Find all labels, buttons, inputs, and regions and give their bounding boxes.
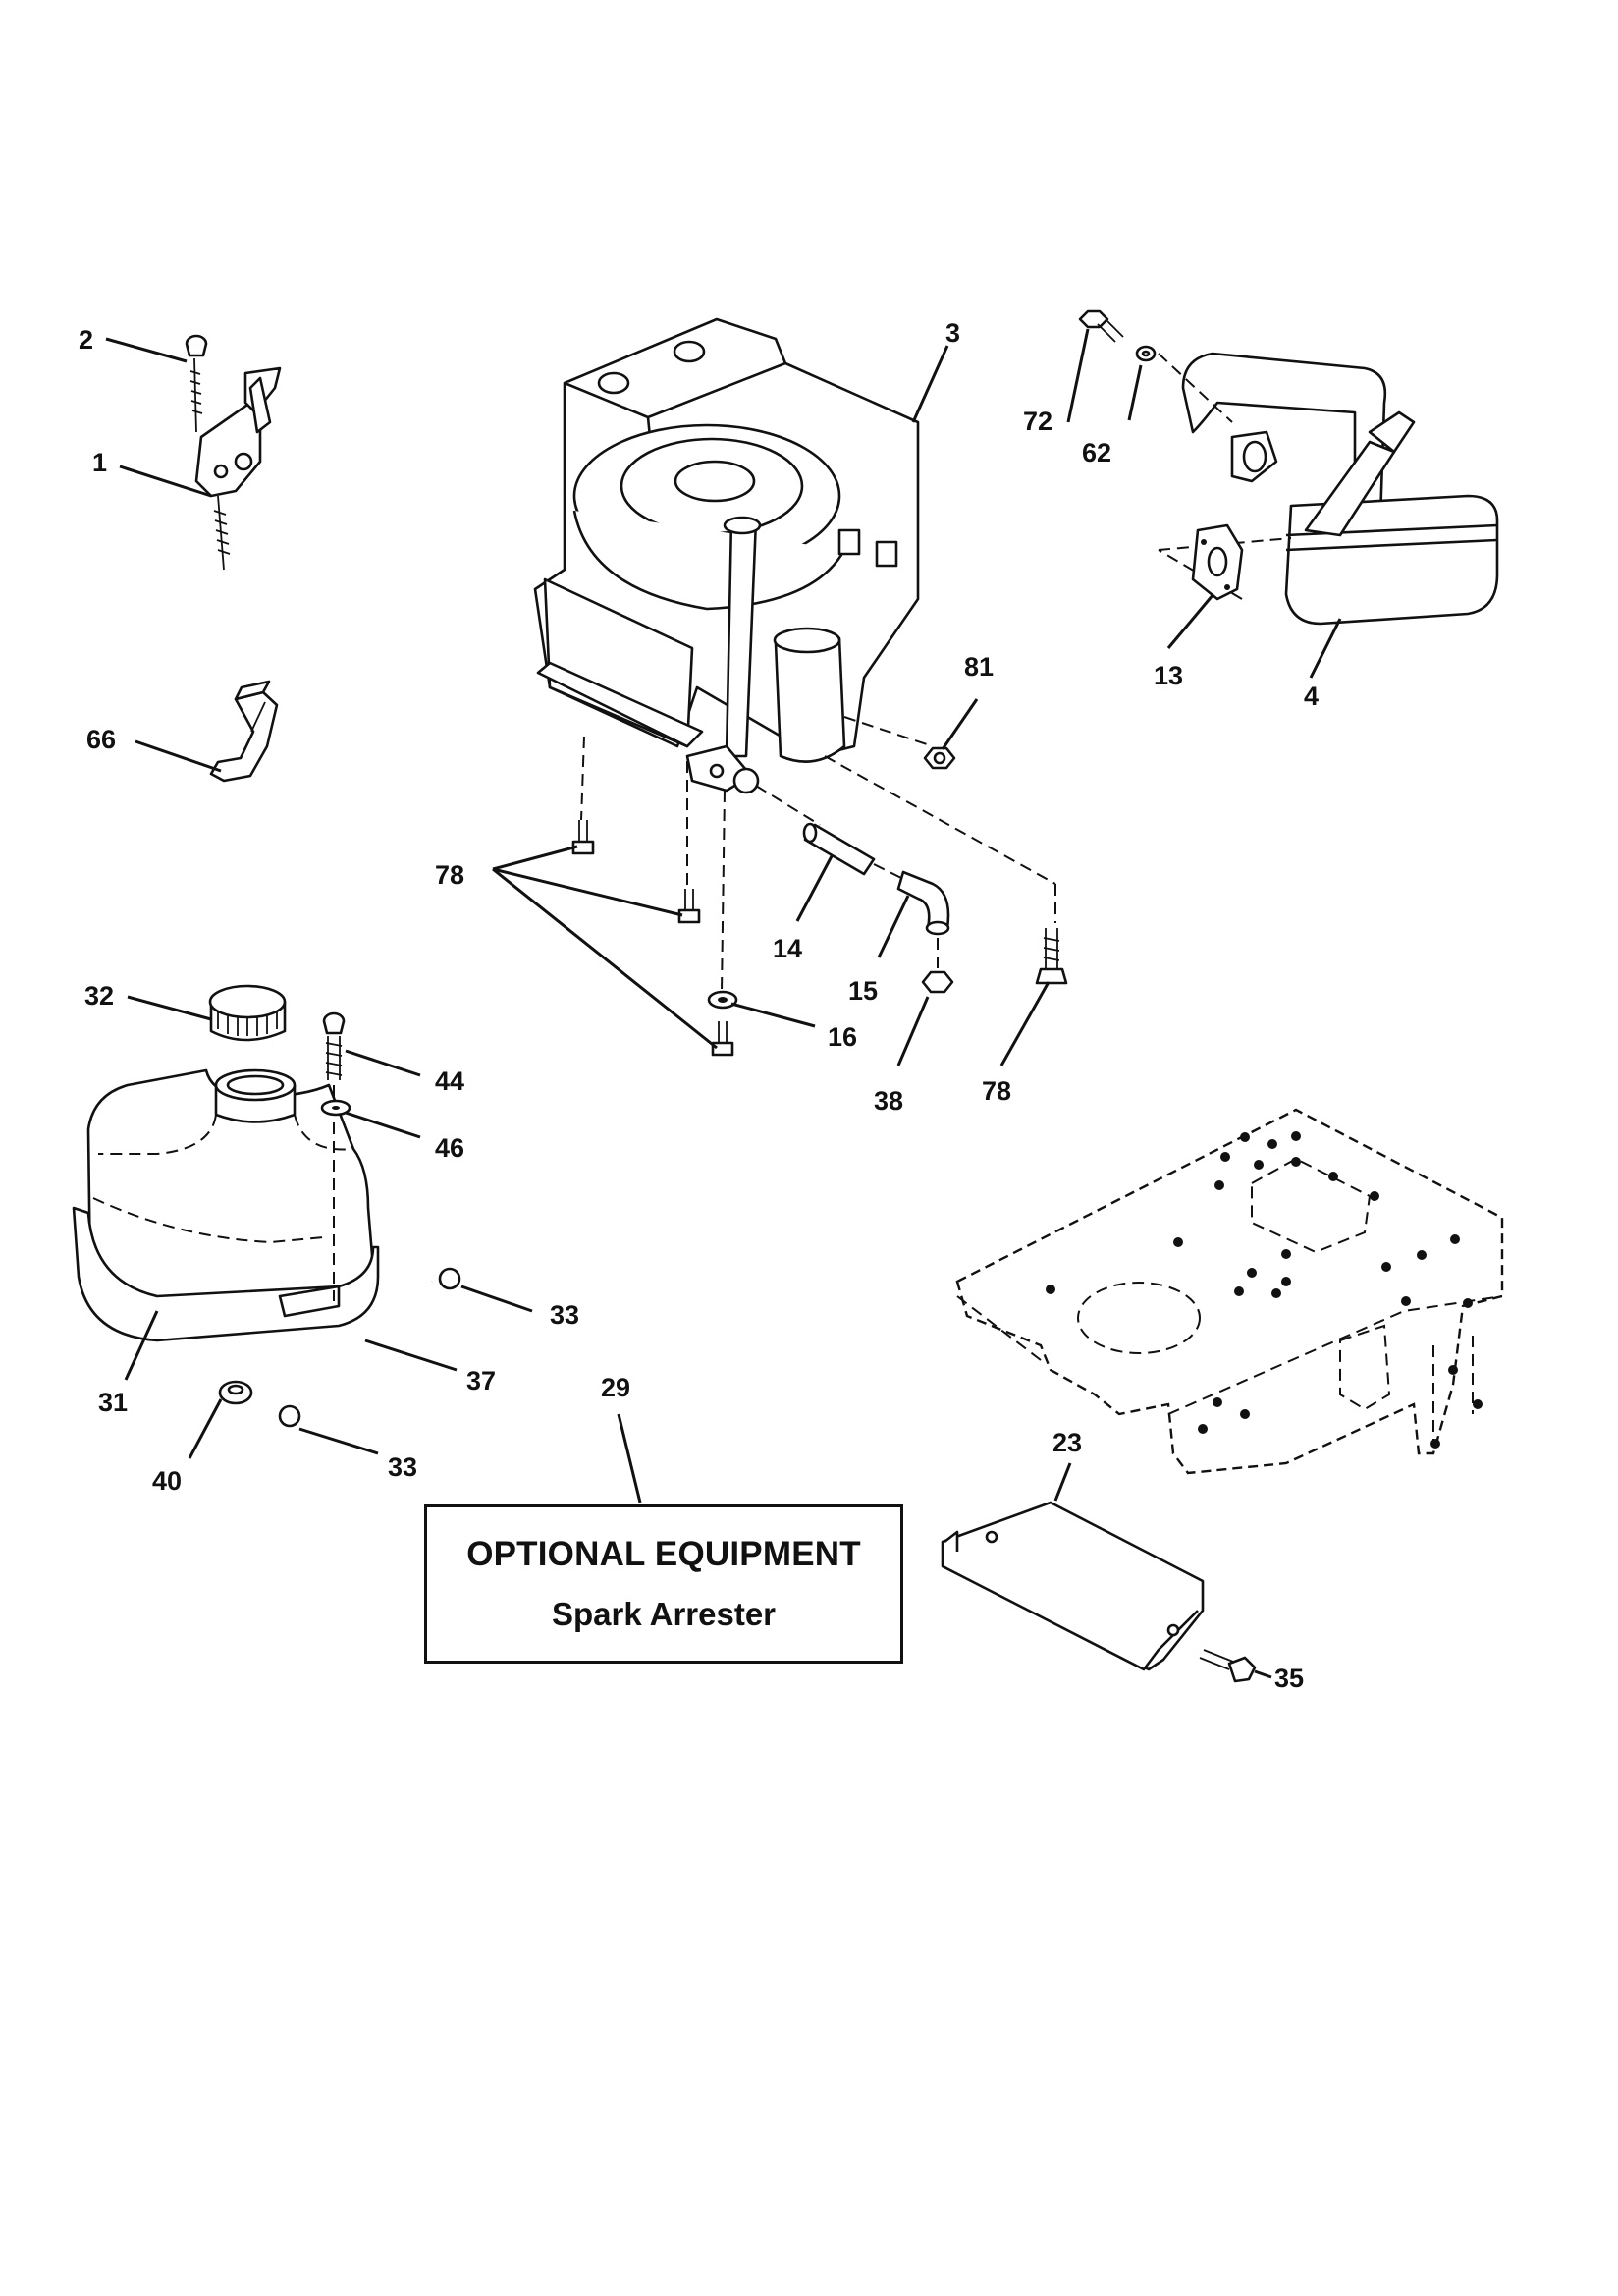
bolt-parts — [571, 820, 1068, 1057]
label-32: 32 — [84, 981, 114, 1011]
label-23: 23 — [1052, 1428, 1082, 1457]
fuel-cap-part — [208, 984, 287, 1042]
label-78: 78 — [435, 860, 464, 890]
label-78-right: 78 — [982, 1076, 1011, 1106]
hose-clamp-part — [278, 1267, 461, 1428]
label-40: 40 — [152, 1466, 182, 1496]
label-15: 15 — [848, 976, 878, 1006]
label-46: 46 — [435, 1133, 464, 1163]
label-81: 81 — [964, 652, 994, 682]
washer-part — [707, 990, 738, 1010]
leader-lines — [105, 328, 1342, 1679]
label-29: 29 — [601, 1373, 630, 1402]
label-33-lower: 33 — [388, 1452, 417, 1482]
label-62: 62 — [1082, 438, 1111, 467]
label-72: 72 — [1023, 407, 1052, 436]
gasket-washer-part — [1135, 345, 1157, 362]
label-31: 31 — [98, 1388, 128, 1417]
throttle-control-part — [185, 334, 282, 571]
pipe-fittings-parts — [755, 785, 954, 994]
label-44: 44 — [435, 1066, 464, 1096]
label-1: 1 — [92, 448, 107, 477]
label-4: 4 — [1304, 682, 1319, 711]
label-16: 16 — [828, 1022, 857, 1052]
label-33: 33 — [550, 1300, 579, 1330]
label-3: 3 — [945, 318, 960, 348]
label-35: 35 — [1274, 1664, 1304, 1693]
callout-subtitle: Spark Arrester — [551, 1596, 777, 1632]
label-14: 14 — [773, 934, 802, 963]
chassis-frame-part — [955, 1108, 1504, 1475]
screw-part — [1199, 1649, 1257, 1683]
label-66: 66 — [86, 725, 116, 754]
callout-title: OPTIONAL EQUIPMENT — [466, 1535, 861, 1573]
label-2: 2 — [79, 325, 93, 355]
screw-part — [322, 1011, 346, 1301]
heat-shield-part — [941, 1501, 1205, 1671]
engine-part — [533, 317, 1056, 993]
label-37: 37 — [466, 1366, 496, 1395]
grommet-part — [218, 1380, 253, 1405]
label-13: 13 — [1154, 661, 1183, 690]
nut-part — [923, 746, 956, 770]
gasket-part — [1191, 523, 1244, 601]
part-number-labels: 2 1 3 72 62 13 4 81 66 78 14 15 16 38 78… — [79, 318, 1319, 1693]
exhaust-bolt-part — [1078, 309, 1124, 343]
optional-equipment-callout: OPTIONAL EQUIPMENT Spark Arrester — [424, 1504, 903, 1664]
fuel-line-part — [297, 1280, 434, 1406]
fuel-tank-part — [72, 1068, 380, 1342]
washer-part — [320, 1099, 351, 1117]
clip-part — [209, 680, 279, 783]
label-38: 38 — [874, 1086, 903, 1116]
